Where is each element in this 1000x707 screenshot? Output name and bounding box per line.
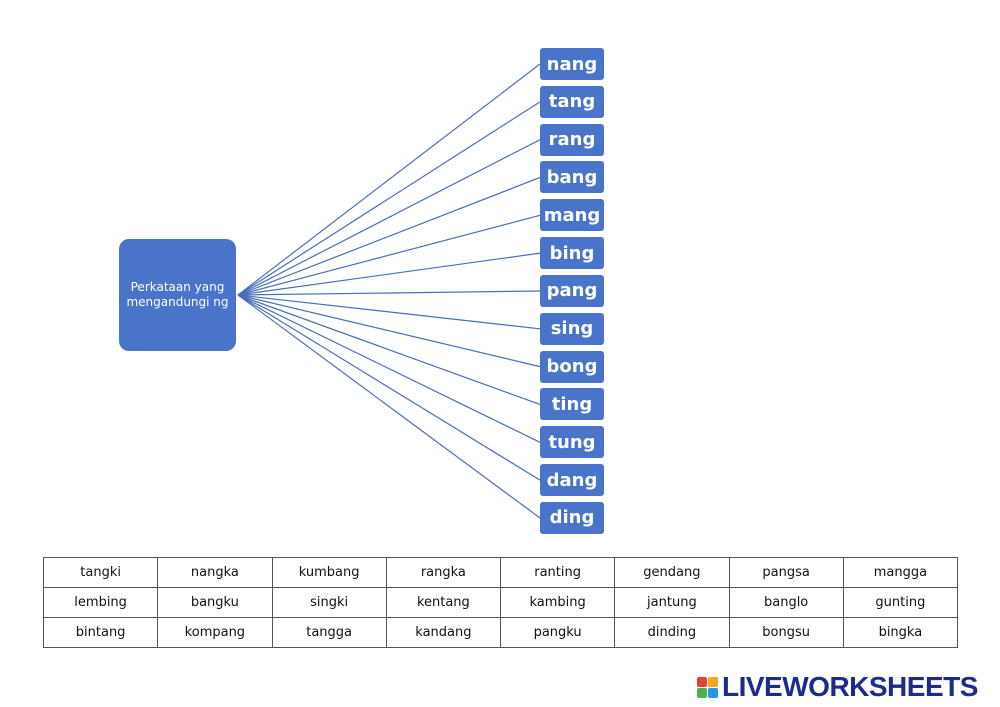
syllable-label: nang <box>546 53 598 75</box>
logo-square <box>708 676 718 687</box>
center-node: Perkataan yang mengandungi ng <box>119 239 236 351</box>
word-cell[interactable]: dinding <box>614 617 730 648</box>
syllable-label: dang <box>546 469 598 491</box>
connector-line <box>237 139 541 296</box>
word-cell[interactable]: kumbang <box>271 557 387 588</box>
word-cell[interactable]: bingka <box>842 617 959 648</box>
center-node-label: Perkataan yang mengandungi ng <box>126 280 229 309</box>
word-cell[interactable]: banglo <box>728 587 844 618</box>
syllable-label: pang <box>546 280 598 302</box>
word-cell[interactable]: nangka <box>157 557 273 588</box>
word-cell[interactable]: tangki <box>42 557 159 588</box>
logo-icon <box>697 676 718 698</box>
connector-line <box>237 63 541 296</box>
syllable-label: tang <box>548 91 596 113</box>
syllable-label: ting <box>551 393 593 415</box>
word-cell[interactable]: ranting <box>499 557 616 588</box>
connector-line <box>237 214 541 296</box>
word-cell[interactable]: lembing <box>42 587 159 618</box>
word-cell[interactable]: kentang <box>385 587 502 618</box>
word-cell[interactable]: gendang <box>614 557 730 588</box>
connector-line <box>237 294 541 481</box>
connector-line <box>237 294 541 330</box>
syllable-label: tung <box>548 431 596 453</box>
syllable-box[interactable]: ding <box>540 501 604 534</box>
word-cell[interactable]: bongsu <box>728 617 844 648</box>
connector-line <box>237 294 541 519</box>
syllable-label: bang <box>546 166 598 188</box>
word-cell[interactable]: kandang <box>385 617 502 648</box>
syllable-label: sing <box>550 318 594 340</box>
syllable-box[interactable]: bing <box>540 237 604 270</box>
liveworksheets-logo: LIVEWORKSHEETS <box>697 671 978 702</box>
connector-line <box>237 101 541 296</box>
syllable-box[interactable]: mang <box>540 199 604 232</box>
syllable-label: mang <box>543 204 601 226</box>
word-cell[interactable]: pangku <box>499 617 616 648</box>
syllable-label: rang <box>548 129 596 151</box>
word-cell[interactable]: rangka <box>385 557 502 588</box>
syllable-label: ding <box>549 507 595 529</box>
connector-line <box>237 252 541 296</box>
syllable-box[interactable]: dang <box>540 464 604 497</box>
word-cell[interactable]: pangsa <box>728 557 844 588</box>
syllable-box[interactable]: sing <box>540 312 604 345</box>
syllable-box[interactable]: tang <box>540 85 604 118</box>
logo-text: LIVEWORKSHEETS <box>722 671 978 702</box>
word-cell[interactable]: mangga <box>842 557 959 588</box>
syllable-box[interactable]: pang <box>540 274 604 307</box>
connector-line <box>237 294 541 406</box>
word-cell[interactable]: singki <box>271 587 387 618</box>
syllable-box[interactable]: tung <box>540 426 604 459</box>
logo-square <box>708 687 718 698</box>
syllable-box[interactable]: ting <box>540 388 604 421</box>
word-cell[interactable]: gunting <box>842 587 959 618</box>
logo-square <box>697 687 707 698</box>
connector-line <box>237 290 541 296</box>
word-cell[interactable]: tangga <box>271 617 387 648</box>
connector-line <box>237 294 541 443</box>
syllable-box[interactable]: bang <box>540 161 604 194</box>
syllable-box[interactable]: bong <box>540 350 604 383</box>
syllable-label: bing <box>549 242 595 264</box>
syllable-box[interactable]: nang <box>540 48 604 80</box>
syllable-box[interactable]: rang <box>540 123 604 156</box>
word-cell[interactable]: kambing <box>499 587 616 618</box>
logo-square <box>697 676 707 687</box>
word-cell[interactable]: bintang <box>42 617 159 648</box>
syllable-label: bong <box>546 356 598 378</box>
word-cell[interactable]: kompang <box>157 617 273 648</box>
connector-line <box>237 176 541 296</box>
word-cell[interactable]: bangku <box>157 587 273 618</box>
word-cell[interactable]: jantung <box>614 587 730 618</box>
connector-line <box>237 294 541 368</box>
